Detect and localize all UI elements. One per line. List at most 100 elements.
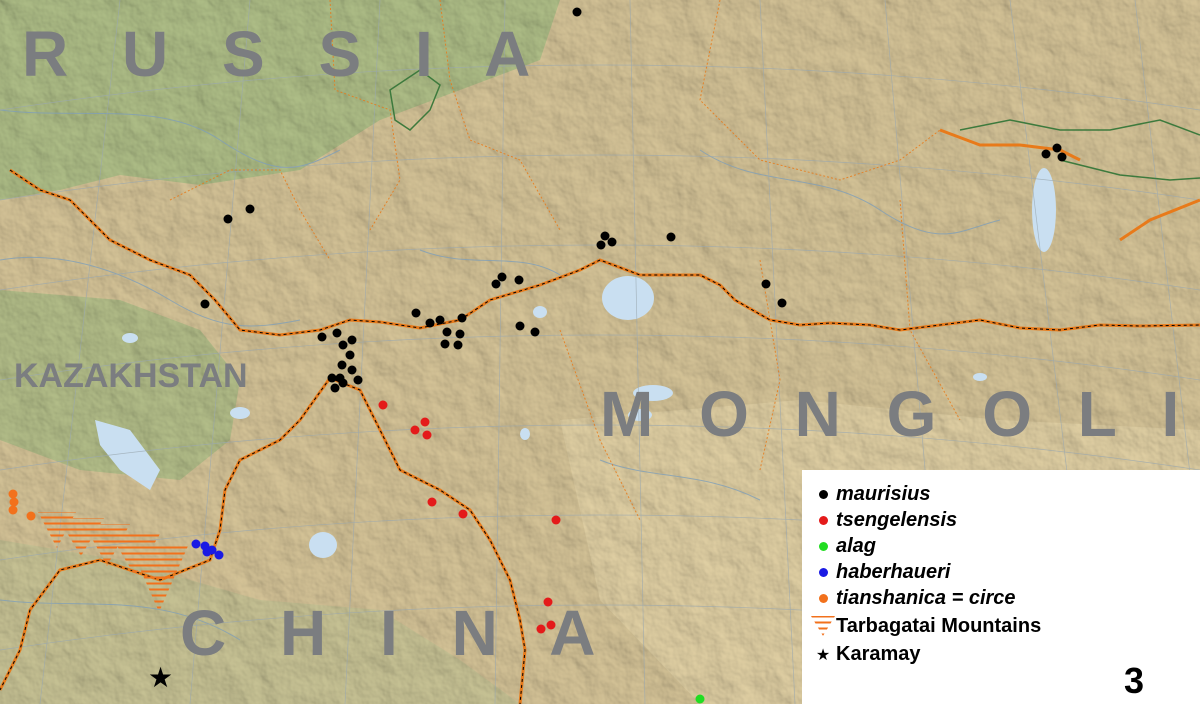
label-russia: R U S S I A [22, 18, 548, 90]
legend-item-karamay: ★ Karamay [810, 642, 921, 666]
record-point-maurisius [353, 375, 363, 385]
label-china: C H I N A [180, 597, 613, 669]
tarbagatai-mountains [38, 512, 188, 612]
green-dot-icon [818, 541, 828, 551]
lake-zaysan [95, 420, 160, 490]
record-point-maurisius [453, 340, 463, 350]
legend-label: maurisius [836, 482, 931, 505]
record-point-maurisius [435, 315, 445, 325]
record-point-maurisius [317, 332, 327, 342]
lake-small-2 [533, 306, 547, 318]
record-point-maurisius [223, 214, 233, 224]
record-point-tsengelensis [546, 620, 556, 630]
record-point-maurisius [666, 232, 676, 242]
record-point-tianshanica [8, 505, 18, 515]
record-point-maurisius [330, 383, 340, 393]
record-point-maurisius [347, 335, 357, 345]
record-point-maurisius [777, 298, 787, 308]
record-points [8, 7, 1067, 704]
record-point-tsengelensis [543, 597, 553, 607]
record-point-haberhaueri [191, 539, 201, 549]
legend-label: tianshanica = circe [836, 586, 1016, 609]
lake-khar-us [628, 409, 652, 421]
legend-label: alag [836, 534, 877, 557]
record-point-maurisius [491, 279, 501, 289]
record-point-maurisius [530, 327, 540, 337]
karamay-star-icon: ★ [148, 661, 173, 694]
record-point-maurisius [572, 7, 582, 17]
orange-dot-icon [818, 593, 828, 603]
record-point-maurisius [245, 204, 255, 214]
lake-small-1 [230, 407, 250, 419]
record-point-tsengelensis [422, 430, 432, 440]
record-point-tsengelensis [410, 425, 420, 435]
record-point-maurisius [338, 340, 348, 350]
lake-ulungur [309, 532, 337, 558]
lake-kyrgyz [633, 385, 673, 401]
blue-dot-icon [818, 567, 828, 577]
record-point-tsengelensis [536, 624, 546, 634]
record-point-maurisius [514, 275, 524, 285]
record-point-maurisius [347, 365, 357, 375]
province-boundaries [169, 0, 961, 521]
record-point-maurisius [200, 299, 210, 309]
record-point-maurisius [338, 378, 348, 388]
record-point-haberhaueri [202, 547, 212, 557]
record-point-maurisius [1052, 143, 1062, 153]
record-point-maurisius [515, 321, 525, 331]
record-point-tianshanica [9, 497, 19, 507]
record-point-tianshanica [8, 489, 18, 499]
record-point-maurisius [332, 328, 342, 338]
border-black-dashes [0, 169, 1200, 704]
record-point-maurisius [411, 308, 421, 318]
figure-number: 3 [1123, 660, 1144, 701]
legend-item-tsengelensis: tsengelensis [810, 508, 957, 532]
record-point-maurisius [761, 279, 771, 289]
legend-item-maurisius: maurisius [810, 482, 930, 506]
legend-item-haberhaueri: haberhaueri [810, 560, 950, 584]
record-point-maurisius [440, 339, 450, 349]
record-point-tsengelensis [420, 417, 430, 427]
label-kazakhstan: KAZAKHSTAN [14, 357, 248, 395]
lake-small-6 [973, 373, 987, 381]
record-point-maurisius [327, 373, 337, 383]
star-icon: ★ [815, 644, 831, 664]
record-point-maurisius [345, 350, 355, 360]
legend: maurisius tsengelensis alag haberhaueri … [802, 470, 1200, 704]
record-point-maurisius [425, 318, 435, 328]
lake-small-3 [520, 428, 530, 440]
record-point-maurisius [337, 360, 347, 370]
record-point-tsengelensis [427, 497, 437, 507]
record-point-maurisius [457, 313, 467, 323]
legend-label: Karamay [836, 642, 921, 665]
record-point-maurisius [596, 240, 606, 250]
black-dot-icon [818, 489, 828, 499]
legend-label: Tarbagatai Mountains [836, 614, 1042, 637]
legend-item-alag: alag [810, 534, 876, 558]
legend-item-tianshanica: tianshanica = circe [810, 586, 1016, 610]
record-point-maurisius [1057, 152, 1067, 162]
lake-small-5 [122, 333, 138, 343]
record-point-alag [695, 694, 705, 704]
record-point-maurisius [455, 329, 465, 339]
protected-area-boundaries [389, 69, 1200, 181]
legend-label: haberhaueri [836, 560, 951, 583]
legend-item-tarbagatai: Tarbagatai Mountains [810, 614, 1041, 638]
record-point-maurisius [497, 272, 507, 282]
record-point-maurisius [600, 231, 610, 241]
lake-uvs [602, 276, 654, 320]
record-point-maurisius [607, 237, 617, 247]
record-point-tsengelensis [378, 400, 388, 410]
record-point-tsengelensis [458, 509, 468, 519]
record-point-tsengelensis [551, 515, 561, 525]
record-point-maurisius [442, 327, 452, 337]
label-mongolia: M O N G O L I A [600, 378, 1200, 450]
record-point-haberhaueri [214, 550, 224, 560]
record-point-tianshanica [26, 511, 36, 521]
legend-label: tsengelensis [836, 508, 958, 531]
red-dot-icon [818, 515, 828, 525]
hatched-triangle-icon [811, 616, 835, 636]
